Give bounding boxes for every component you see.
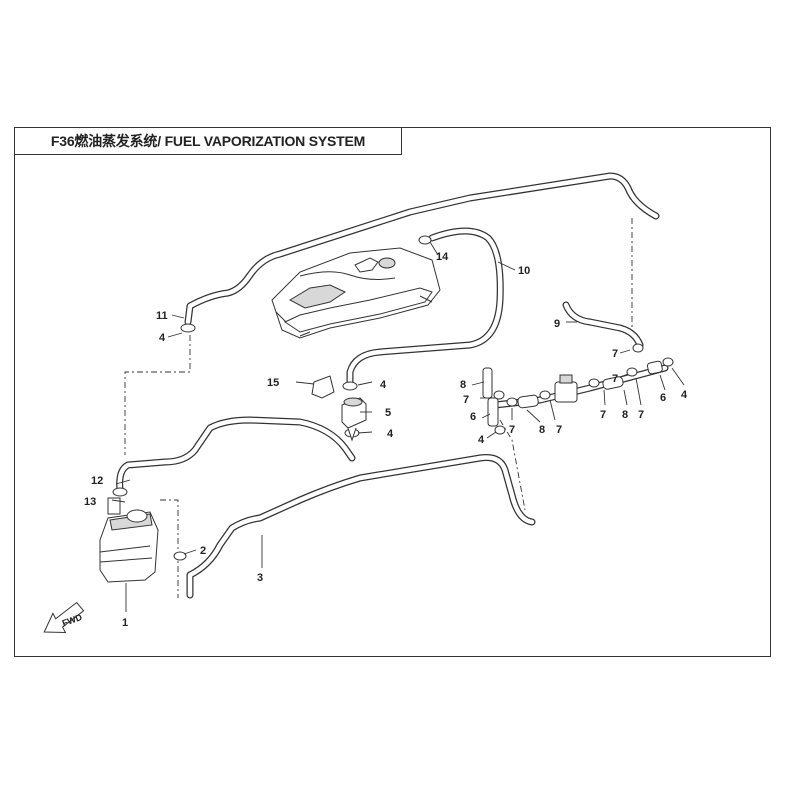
callout-7: 7 — [463, 394, 469, 406]
callout-9: 9 — [554, 318, 560, 330]
callout-11: 11 — [156, 310, 168, 322]
callout-8: 8 — [622, 409, 628, 421]
forward-arrow-icon — [43, 601, 85, 633]
callout-7: 7 — [612, 373, 618, 385]
callout-3: 3 — [257, 572, 263, 584]
callout-4: 4 — [159, 332, 166, 344]
callout-7: 7 — [612, 348, 618, 360]
callout-4: 4 — [478, 434, 485, 446]
callout-8: 8 — [460, 379, 466, 391]
pipes — [116, 172, 669, 599]
callout-4: 4 — [380, 379, 387, 391]
callout-13: 13 — [84, 496, 96, 508]
callout-7: 7 — [638, 409, 644, 421]
bracket — [311, 375, 335, 399]
callout-14: 14 — [436, 251, 449, 263]
callout-7: 7 — [509, 424, 515, 436]
leader-lines — [111, 241, 685, 612]
hose-clamps — [112, 235, 674, 561]
callout-7: 7 — [600, 409, 606, 421]
callout-6: 6 — [660, 392, 666, 404]
callout-2: 2 — [200, 545, 206, 557]
callout-15: 15 — [267, 377, 279, 389]
fuel-filter — [341, 397, 367, 442]
callout-5: 5 — [385, 407, 391, 419]
callout-labels: 1 2 3 4 4 4 4 4 5 6 6 7 7 7 7 7 7 7 8 8 … — [84, 251, 688, 629]
valve-assembly — [482, 360, 663, 427]
callout-4: 4 — [387, 428, 394, 440]
page-title: F36燃油蒸发系统/ FUEL VAPORIZATION SYSTEM — [50, 133, 366, 149]
fuel-tank — [271, 247, 441, 339]
title-box: F36燃油蒸发系统/ FUEL VAPORIZATION SYSTEM — [14, 127, 402, 155]
callout-12: 12 — [91, 475, 103, 487]
callout-4: 4 — [681, 389, 688, 401]
callout-1: 1 — [122, 617, 128, 629]
callout-8: 8 — [539, 424, 545, 436]
callout-10: 10 — [518, 265, 530, 277]
callout-6: 6 — [470, 411, 476, 423]
connection-lines — [124, 218, 633, 598]
evap-canister — [99, 497, 159, 583]
callout-7: 7 — [556, 424, 562, 436]
